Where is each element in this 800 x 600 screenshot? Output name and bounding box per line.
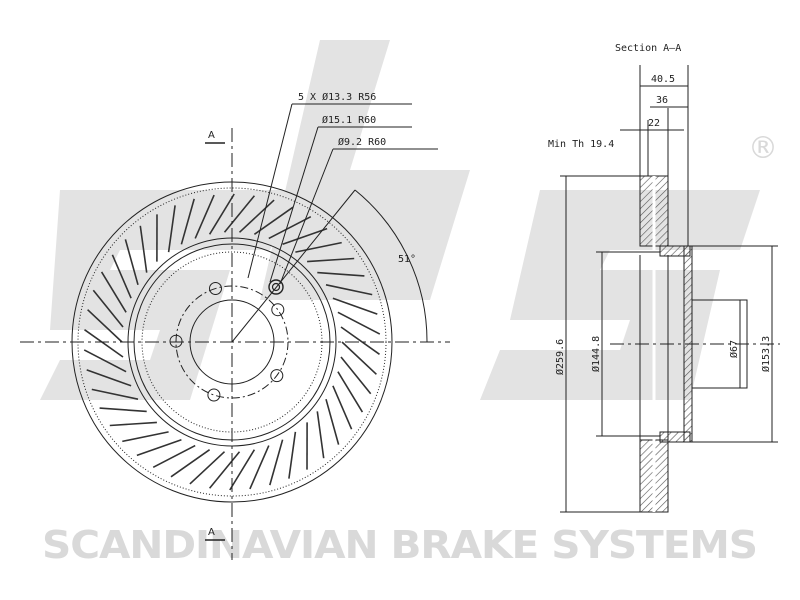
cooling-vanes (83, 193, 381, 491)
cooling-vane (167, 205, 176, 253)
cooling-vane (124, 239, 139, 286)
cooling-vane (91, 388, 139, 400)
cooling-vane (229, 449, 256, 491)
cooling-vane (340, 326, 380, 355)
cooling-vane (325, 284, 373, 296)
section-marker-top: A (208, 130, 215, 141)
cooling-vane (268, 215, 312, 240)
angle-arc (354, 189, 428, 343)
cooling-vane (282, 227, 328, 246)
cooling-vane (208, 451, 241, 489)
cooling-vane (152, 444, 196, 469)
section-view (560, 65, 780, 513)
cooling-vane (111, 254, 132, 299)
hole-callout-leader (247, 103, 293, 279)
cooling-vane (332, 297, 378, 315)
cooling-vane (337, 371, 364, 413)
bolt-hole (209, 282, 222, 295)
hole-callout: 5 X Ø13.3 R56 (298, 91, 376, 103)
cooling-vane (238, 199, 275, 233)
cooling-vane (136, 438, 182, 457)
dia-inner: Ø144.8 (590, 336, 602, 372)
cooling-vane (269, 439, 284, 486)
dia-outer: Ø259.6 (554, 339, 566, 375)
width-hat: 36 (656, 95, 668, 106)
cooling-vane (249, 445, 270, 490)
bolt-holes (169, 282, 285, 402)
cooling-vane (208, 193, 235, 235)
brand-name-watermark: SCANDINAVIAN BRAKE SYSTEMS (42, 523, 757, 567)
cooling-vane (86, 369, 132, 387)
bore-callout: Ø15.1 R60 (322, 114, 376, 126)
bolt-hole (169, 334, 183, 348)
dia-hat: Ø153.3 (760, 336, 772, 372)
section-marker-bottom: A (208, 527, 215, 538)
cooling-vane (325, 398, 340, 445)
cooling-vane (139, 225, 148, 273)
cooling-vane (317, 271, 365, 277)
cooling-vane (92, 289, 124, 328)
cooling-vane (332, 385, 353, 430)
width-total: 40.5 (651, 74, 675, 85)
cooling-vane (253, 206, 294, 235)
pin-hole-outer (268, 279, 284, 295)
hat-bottom (659, 431, 691, 443)
pin-callout: Ø9.2 R60 (338, 136, 386, 148)
min-thickness-label: Min Th 19.4 (548, 139, 614, 150)
cooling-vane (337, 311, 381, 335)
bore-callout-leader (269, 126, 319, 283)
cooling-vane (100, 271, 127, 313)
cooling-vane (316, 411, 325, 459)
cooling-vane (83, 349, 127, 373)
cooling-vane (99, 407, 147, 413)
cooling-vane (194, 194, 215, 239)
cooling-vane (288, 431, 297, 479)
cooling-vane (223, 195, 256, 233)
cooling-vane (295, 241, 342, 253)
pin-callout-leader (279, 148, 334, 285)
pin-hole-inner (271, 282, 281, 292)
cooling-vane (170, 449, 211, 478)
cooling-vane (122, 431, 169, 443)
dia-center: Ø67 (728, 340, 740, 358)
cooling-vane (84, 329, 124, 358)
cooling-vane (307, 257, 355, 263)
angle-ray (231, 189, 356, 343)
cooling-vane (87, 309, 123, 343)
cooling-vane (341, 341, 377, 375)
cooling-vane (189, 451, 226, 485)
cooling-vane (180, 198, 195, 245)
cooling-vane (109, 421, 157, 427)
disc-front-view (20, 103, 450, 560)
bolt-hole (271, 303, 285, 317)
cooling-vane (340, 356, 372, 395)
bolt-hole (207, 388, 221, 402)
section-title: Section A–A (615, 43, 681, 54)
angle-label: 51° (398, 254, 416, 265)
registered-mark: ® (748, 131, 778, 166)
width-disc: 22 (648, 118, 660, 129)
bolt-hole (270, 369, 284, 383)
